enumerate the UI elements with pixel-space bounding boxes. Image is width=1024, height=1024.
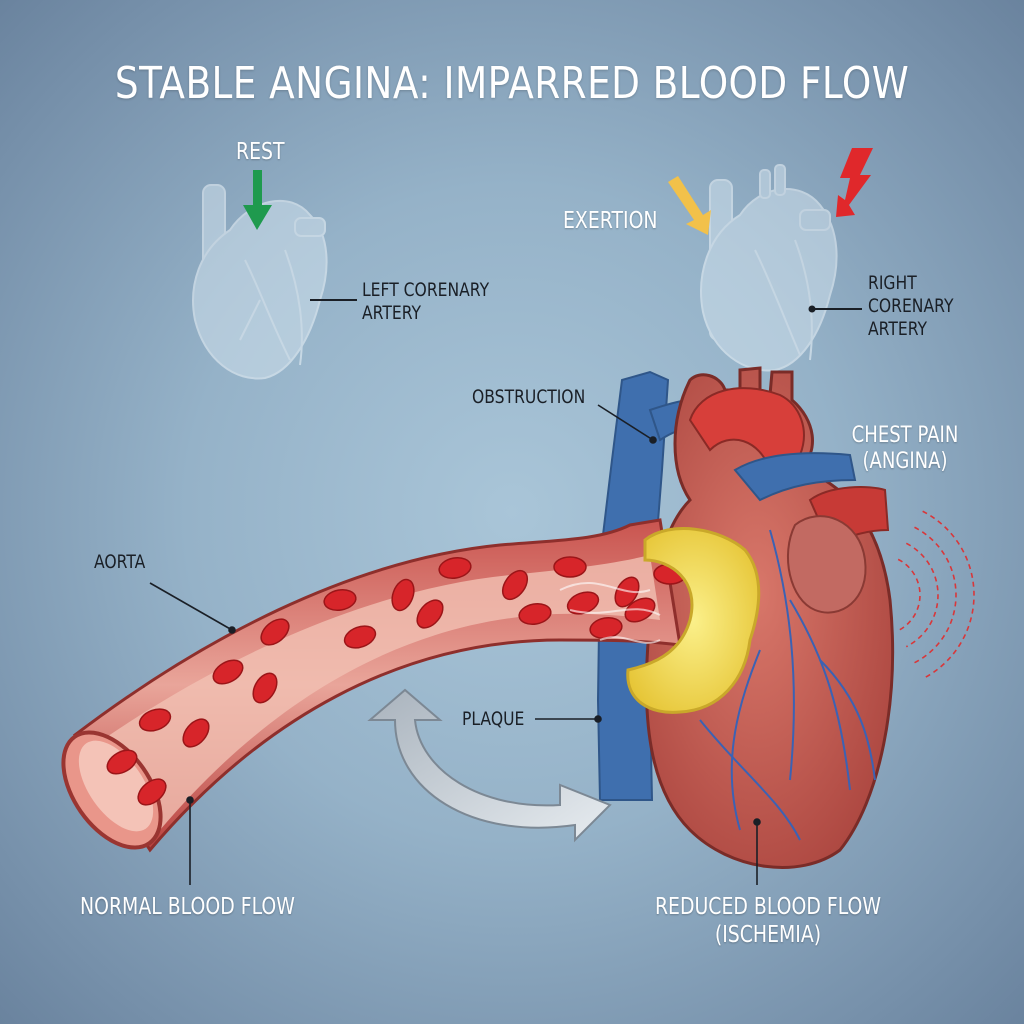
red-blood-cell: [212, 659, 244, 685]
red-blood-cell: [438, 557, 472, 579]
label-line: LEFT CORENARY: [362, 279, 490, 301]
pain-wave: [914, 526, 957, 664]
label-line: ARTERY: [362, 301, 422, 324]
pain-lightning-icon: [836, 148, 873, 217]
turbulent-flow: [559, 581, 661, 644]
left-coronary-artery-label: LEFT CORENARY ARTERY: [362, 279, 489, 325]
red-blood-cell: [416, 599, 444, 629]
red-blood-cell: [343, 625, 377, 649]
red-blood-cell: [106, 749, 138, 775]
obstruction-label: OBSTRUCTION: [472, 386, 586, 408]
cycle-arrow-icon: [367, 688, 612, 843]
red-blood-cell: [323, 589, 357, 611]
right-ghost-heart: [700, 164, 838, 372]
red-blood-cell: [137, 778, 167, 806]
exertion-arrow-icon: [668, 176, 711, 235]
red-blood-cell: [391, 578, 415, 612]
red-blood-cell: [501, 569, 529, 601]
red-blood-cell: [260, 618, 290, 646]
pain-waves-icon: [897, 510, 975, 680]
aorta-label: AORTA: [94, 551, 146, 573]
label-line: ARTERY: [868, 317, 928, 340]
right-coronary-artery-label: RIGHT CORENARY ARTERY: [868, 272, 953, 340]
plaque: [626, 527, 761, 714]
red-blood-cell: [138, 708, 172, 732]
exertion-label: EXERTION: [563, 208, 658, 234]
pain-wave: [905, 542, 939, 648]
label-line: CHEST PAIN: [851, 423, 959, 448]
red-blood-cell: [518, 603, 552, 625]
normal-blood-flow-label: NORMAL BLOOD FLOW: [80, 894, 295, 920]
label-line: (ANGINA): [862, 449, 948, 475]
pain-wave: [922, 510, 975, 680]
rest-label: REST: [236, 139, 285, 165]
label-line: RIGHT: [868, 272, 917, 294]
label-line: (ISCHEMIA): [714, 921, 822, 948]
reduced-blood-flow-label: REDUCED BLOOD FLOW (ISCHEMIA): [645, 894, 891, 949]
red-blood-cell: [252, 672, 278, 704]
pain-wave: [897, 558, 921, 632]
left-ghost-heart: [192, 184, 328, 380]
label-line: CORENARY: [868, 294, 954, 317]
label-line: REDUCED BLOOD FLOW: [654, 894, 882, 920]
rest-arrow-icon: [243, 170, 272, 230]
red-blood-cell: [553, 556, 587, 578]
chest-pain-label: CHEST PAIN (ANGINA): [844, 423, 967, 476]
page-title: STABLE ANGINA: IMPARRED BLOOD FLOW: [114, 58, 910, 109]
plaque-label: PLAQUE: [462, 708, 525, 730]
red-blood-cell: [182, 718, 210, 748]
